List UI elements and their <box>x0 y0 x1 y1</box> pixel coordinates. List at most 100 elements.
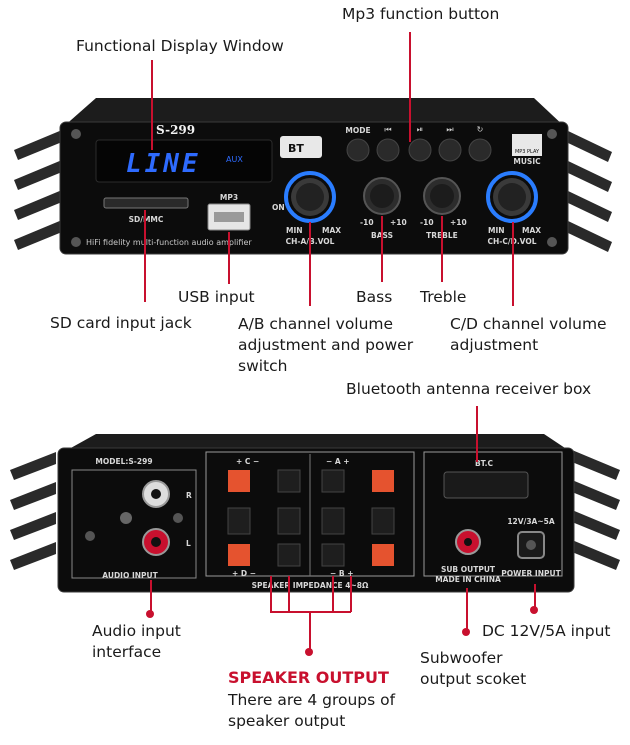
callout-dot <box>462 628 470 636</box>
screw <box>120 512 132 524</box>
knob-ab-on: ON <box>272 203 285 212</box>
callout-line <box>309 612 311 650</box>
label-bt-antenna: Bluetooth antenna receiver box <box>346 380 592 398</box>
play-pause-icon: ⏯ <box>417 125 423 134</box>
callout-line <box>144 210 146 302</box>
repeat-icon: ↻ <box>477 125 484 134</box>
callout-line <box>534 584 536 610</box>
chassis-top <box>62 98 566 128</box>
front-model: S-299 <box>156 123 195 137</box>
impedance-label: SPEAKER IMPEDANCE 4~8Ω <box>252 581 369 590</box>
knob-ab-volume[interactable] <box>284 171 336 223</box>
label-subwoofer: Subwoofer output scoket <box>420 649 527 688</box>
screw <box>71 129 81 139</box>
bt-badge <box>280 136 322 158</box>
sd-card-slot <box>103 197 189 209</box>
bt-antenna-frame <box>423 451 563 577</box>
terminal-a-minus[interactable] <box>321 469 345 493</box>
screw <box>173 513 183 523</box>
display-window <box>95 139 273 183</box>
spk-top-c: + C − <box>236 457 259 466</box>
lcd-text: LINE <box>126 149 201 179</box>
label-speaker-output-desc: There are 4 groups of speaker output <box>228 691 396 730</box>
terminal-b-minus[interactable] <box>321 543 345 567</box>
callout-line <box>150 580 152 612</box>
callout-line <box>381 216 383 282</box>
callout-line <box>151 60 153 150</box>
callout-line <box>466 588 468 630</box>
callout-dot <box>305 648 313 656</box>
bt-badge-text: BT <box>288 142 304 155</box>
heatsink-fins-left <box>10 452 56 570</box>
knob-cd-min: MIN <box>488 226 505 235</box>
screw <box>547 237 557 247</box>
label-treble: Treble <box>420 288 467 306</box>
knob-bass-max: +10 <box>390 218 407 227</box>
spk-bottom-b: − B + <box>330 569 354 578</box>
mp3-button-row <box>346 138 492 162</box>
label-functional-display-window: Functional Display Window <box>76 37 284 55</box>
callout-line <box>288 576 290 612</box>
next-icon: ⏭ <box>446 125 453 134</box>
label-dc-input: DC 12V/5A input <box>482 622 611 640</box>
power-input-label: POWER INPUT <box>501 569 561 578</box>
btc-label: BT.C <box>475 459 494 468</box>
callout-line <box>476 406 478 462</box>
rear-model: MODEL:S-299 <box>95 457 152 466</box>
lcd-mode: AUX <box>226 155 243 164</box>
made-in-label: MADE IN CHINA <box>435 575 501 584</box>
label-cd-volume: C/D channel volume adjustment <box>450 315 607 354</box>
callout-line <box>270 611 351 613</box>
speaker-terminals <box>227 469 395 567</box>
label-bass: Bass <box>356 288 393 306</box>
knob-treble-min: -10 <box>420 218 434 227</box>
spk-top-a: − A + <box>326 457 350 466</box>
sub-output-label: SUB OUTPUT <box>441 565 496 574</box>
mode-label: MODE <box>345 126 370 135</box>
knob-treble-max: +10 <box>450 218 467 227</box>
sd-label: SD/MMC <box>129 215 164 224</box>
terminal-d-plus[interactable] <box>228 544 250 566</box>
label-ab-volume: A/B channel volume adjustment and power … <box>238 315 414 375</box>
callout-line <box>409 32 411 142</box>
next-button[interactable] <box>438 138 462 162</box>
back-panel-photo: MODEL:S-299 AUDIO INPUT R L + C − − A + … <box>10 434 620 593</box>
mode-button[interactable] <box>346 138 370 162</box>
knob-treble[interactable] <box>423 177 461 215</box>
screw <box>85 531 95 541</box>
knob-bass[interactable] <box>363 177 401 215</box>
knob-bass-min: -10 <box>360 218 374 227</box>
prev-icon: ⏮ <box>384 125 391 134</box>
callout-line <box>350 576 352 612</box>
terminal-d-minus[interactable] <box>277 543 301 567</box>
spk-bottom-d: + D − <box>232 569 256 578</box>
callout-dot <box>146 610 154 618</box>
previous-button[interactable] <box>376 138 400 162</box>
terminal-c-plus[interactable] <box>228 470 250 492</box>
callout-dot <box>530 606 538 614</box>
label-speaker-output-title: SPEAKER OUTPUT <box>228 668 389 687</box>
front-tagline: HiFi fidelity multi-function audio ampli… <box>86 238 252 247</box>
l-label: L <box>186 539 191 548</box>
mp3-music-logo <box>512 134 542 156</box>
repeat-button[interactable] <box>468 138 492 162</box>
bt-antenna-box <box>443 471 529 499</box>
callout-line <box>332 576 334 612</box>
label-mp3-function-button: Mp3 function button <box>342 5 500 23</box>
heatsink-fins-right <box>566 130 612 252</box>
logo-line1: MP3 PLAY <box>515 149 540 155</box>
terminal-b-plus[interactable] <box>372 544 394 566</box>
terminal-a-plus[interactable] <box>372 470 394 492</box>
screw <box>547 129 557 139</box>
knob-ab-max: MAX <box>322 226 341 235</box>
callout-line <box>441 216 443 282</box>
knob-cd-volume[interactable] <box>486 171 538 223</box>
logo-line2: MUSIC <box>513 157 541 166</box>
callout-line <box>512 222 514 306</box>
r-label: R <box>186 491 192 500</box>
knob-ab-min: MIN <box>286 226 303 235</box>
terminal-c-minus[interactable] <box>277 469 301 493</box>
play-pause-button[interactable] <box>408 138 432 162</box>
mp3-port-label: MP3 <box>220 193 238 202</box>
screw <box>71 237 81 247</box>
